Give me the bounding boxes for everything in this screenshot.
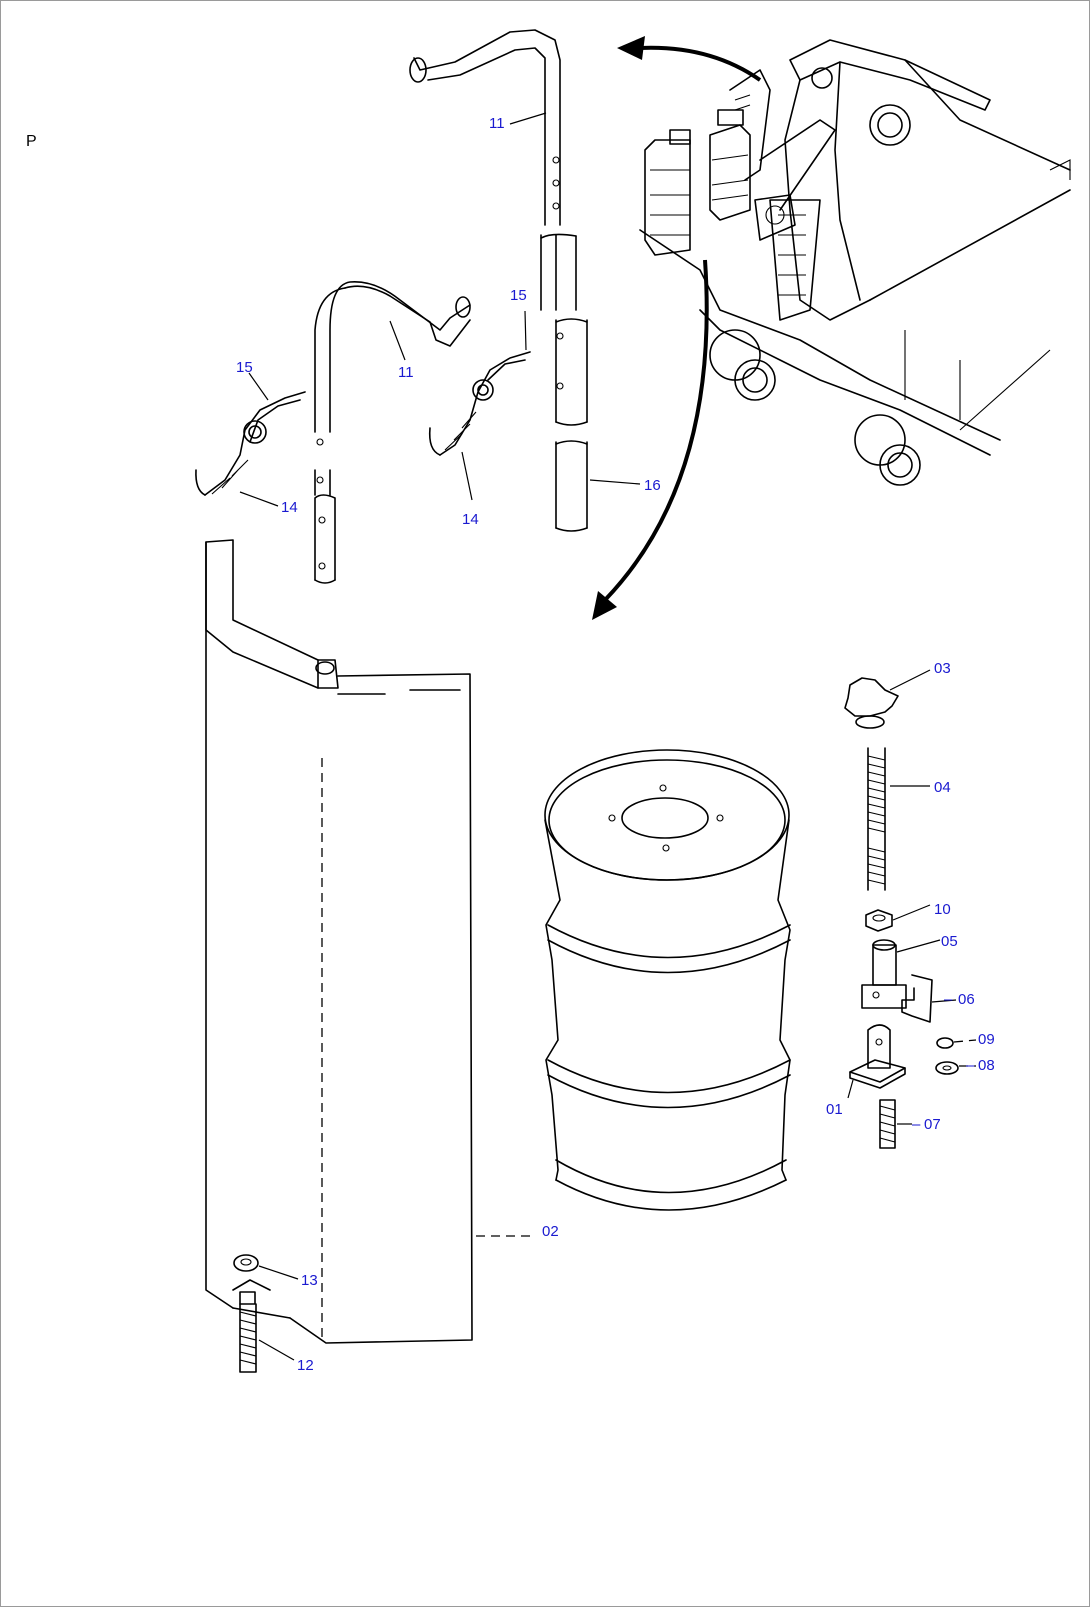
- knob-03: [844, 677, 899, 729]
- callout-04: 04: [934, 779, 951, 796]
- leader-01: [847, 1079, 854, 1099]
- leader-06: [931, 999, 957, 1003]
- leader-10: [892, 904, 931, 921]
- spring-04: [867, 747, 886, 891]
- drum: [544, 749, 791, 1211]
- pipe-11-left: [314, 281, 471, 584]
- filter-assembly: [644, 69, 796, 256]
- callout-06-dash: –: [944, 991, 953, 1008]
- chain-left: [195, 391, 306, 496]
- callout-11a: 11: [489, 115, 505, 132]
- callout-09: 09: [978, 1031, 995, 1048]
- callout-02: 02: [542, 1223, 559, 1240]
- callout-08: 08: [978, 1057, 995, 1074]
- leader-05: [896, 939, 941, 953]
- callout-13: 13: [301, 1272, 318, 1289]
- bolt-12: [239, 1291, 257, 1373]
- leader-12: [258, 1339, 295, 1361]
- pipe-11-upper: [409, 29, 588, 426]
- callout-03: 03: [934, 660, 951, 677]
- corner-label: P: [26, 133, 37, 150]
- clevis-05: [861, 939, 907, 1009]
- callout-06: 06: [958, 991, 975, 1008]
- callout-14a: 14: [281, 499, 298, 516]
- nut-13: [233, 1254, 259, 1272]
- callout-05: 05: [941, 933, 958, 950]
- nut-10: [865, 909, 893, 932]
- callout-15b: 15: [510, 287, 527, 304]
- callout-14b: 14: [462, 511, 479, 528]
- leader-16: [589, 479, 641, 485]
- leader-14a: [239, 491, 279, 507]
- leader-03: [889, 669, 931, 691]
- leader-15a: [248, 372, 269, 401]
- washer-08: [935, 1061, 959, 1075]
- nut-09: [936, 1037, 954, 1049]
- chain-middle: [428, 351, 531, 456]
- callout-10: 10: [934, 901, 951, 918]
- pipe-16: [555, 440, 588, 532]
- leader-11b: [389, 320, 406, 361]
- callout-11b: 11: [398, 364, 414, 381]
- callout-08-dash: –: [966, 1057, 975, 1074]
- callout-12: 12: [297, 1357, 314, 1374]
- bracket-01: [849, 1024, 906, 1089]
- machine-frame: [639, 39, 1071, 486]
- callout-07-dash: –: [912, 1116, 921, 1133]
- tank-frame-02: [205, 539, 473, 1344]
- callout-01: 01: [826, 1101, 843, 1118]
- callout-15a: 15: [236, 359, 253, 376]
- callout-16: 16: [644, 477, 661, 494]
- direction-arrow-top: [617, 36, 762, 82]
- callout-07: 07: [924, 1116, 941, 1133]
- bolt-07: [879, 1099, 896, 1149]
- leader-15b: [524, 310, 527, 351]
- direction-arrow-down: [592, 259, 709, 620]
- leader-11a: [509, 112, 547, 125]
- leader-13: [258, 1265, 299, 1280]
- leader-14b: [461, 451, 473, 501]
- clip-06: [901, 974, 933, 1023]
- leader-09: [953, 1039, 977, 1043]
